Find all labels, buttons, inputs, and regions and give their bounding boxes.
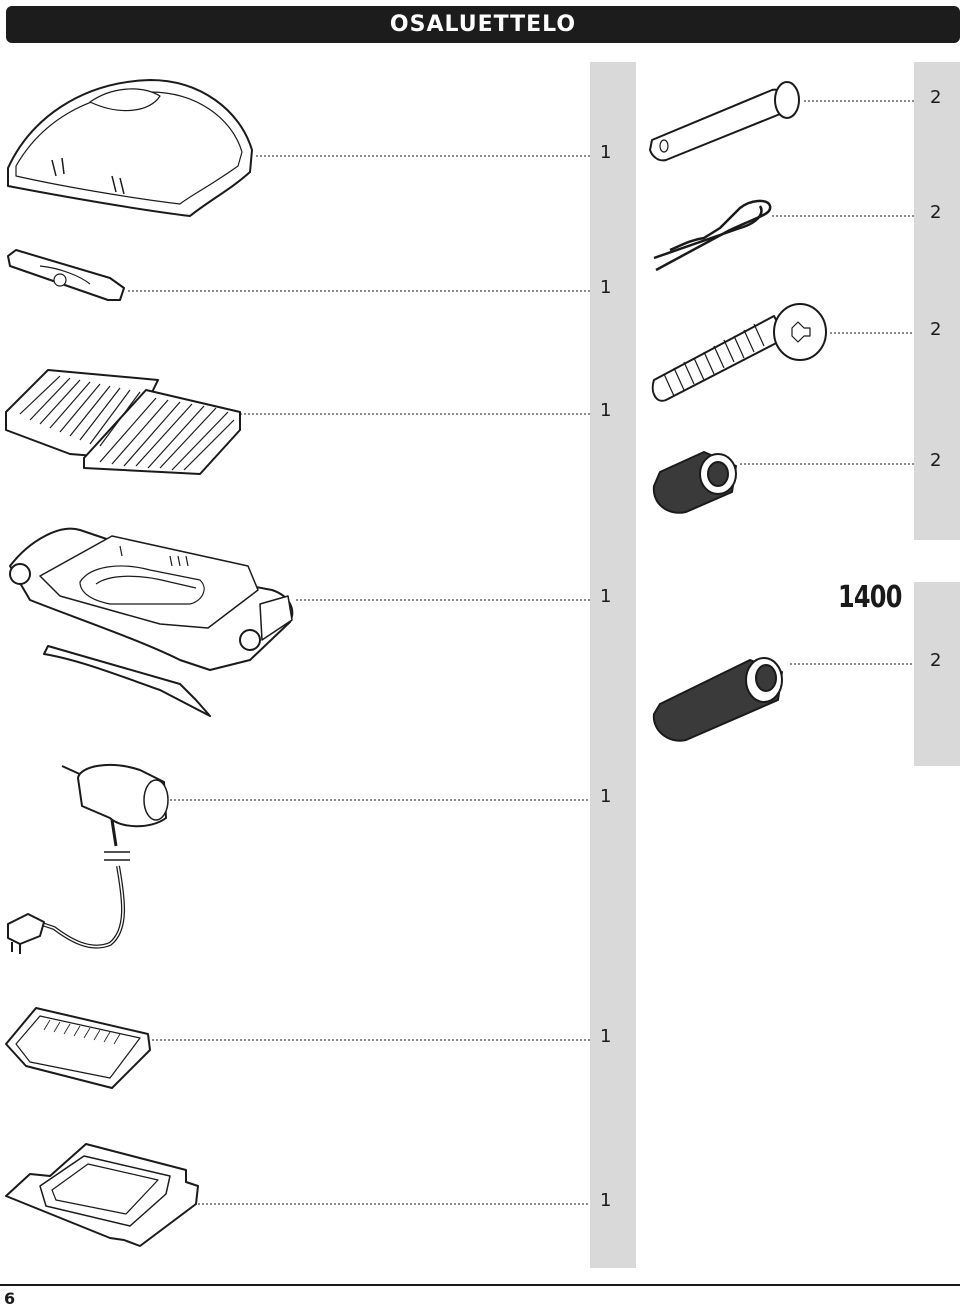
heating-element-illustration xyxy=(7,763,169,954)
quantity-column-model xyxy=(914,582,960,766)
quantity-label: 2 xyxy=(930,87,942,108)
quantity-label: 1 xyxy=(600,400,612,421)
quantity-label: 2 xyxy=(930,650,942,671)
quantity-label: 1 xyxy=(600,1190,612,1211)
spacer-illustration xyxy=(652,451,737,514)
footer-rule xyxy=(0,1284,960,1286)
quantity-label: 1 xyxy=(600,277,612,298)
quantity-column-left xyxy=(590,62,636,1268)
long-spacer-illustration xyxy=(652,657,783,742)
quantity-column-right xyxy=(914,62,960,540)
drip-pan-illustration xyxy=(5,1007,151,1089)
pin-illustration xyxy=(649,81,800,162)
quantity-label: 1 xyxy=(600,142,612,163)
quantity-label: 2 xyxy=(930,450,942,471)
page-number: 6 xyxy=(4,1289,16,1308)
model-number: 1400 xyxy=(838,580,902,615)
cookbox-illustration xyxy=(9,527,294,717)
screw-illustration xyxy=(651,303,827,402)
cooking-grates-illustration xyxy=(5,369,241,475)
clip-illustration xyxy=(653,199,772,272)
quantity-label: 1 xyxy=(600,1026,612,1047)
page-header: OSALUETTELO xyxy=(6,6,960,43)
quantity-label: 1 xyxy=(600,786,612,807)
quantity-label: 2 xyxy=(930,202,942,223)
catch-pan-illustration xyxy=(5,1143,199,1247)
handle-illustration xyxy=(7,249,125,301)
quantity-label: 1 xyxy=(600,586,612,607)
page-title: OSALUETTELO xyxy=(389,12,577,37)
quantity-label: 2 xyxy=(930,319,942,340)
lid-illustration xyxy=(7,79,253,217)
